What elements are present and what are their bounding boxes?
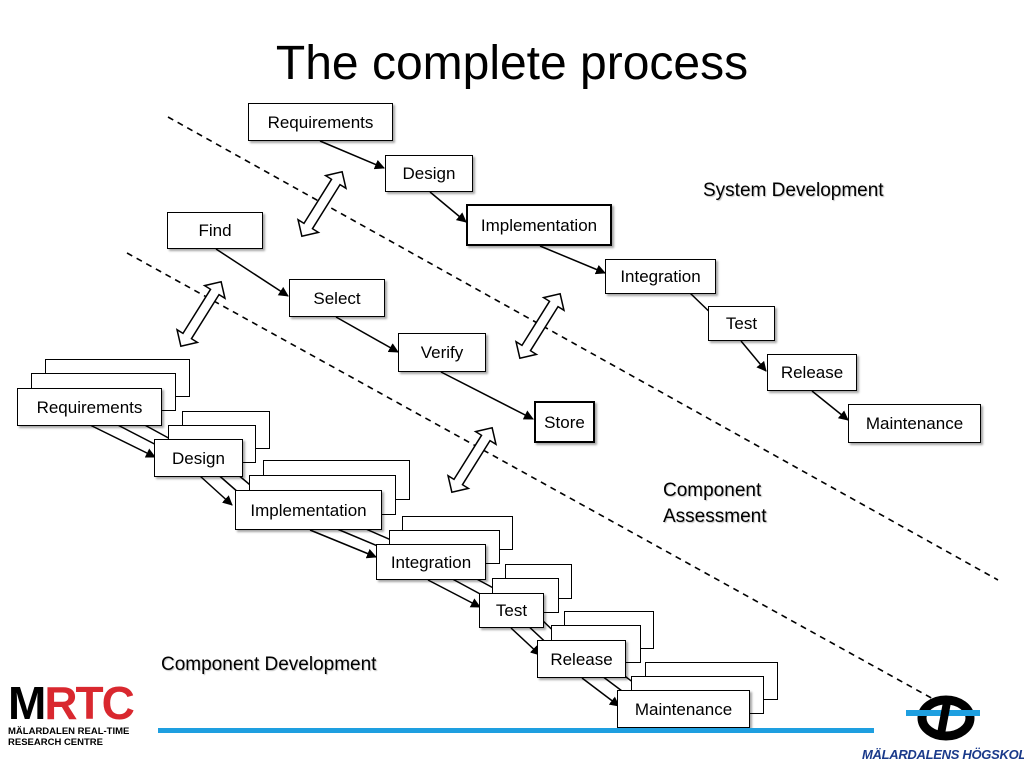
- mrtc-logo-word: MRTC: [8, 680, 158, 726]
- sys-design-box: Design: [385, 155, 473, 192]
- comp-integration-box: Integration: [376, 544, 486, 580]
- store-box: Store: [534, 401, 595, 443]
- component-assessment-label-line1: Component: [663, 480, 762, 501]
- mrtc-logo-letter-m: M: [8, 677, 46, 729]
- separator-upper: [167, 116, 999, 581]
- interaction-arrow-requirements: [296, 170, 348, 238]
- sys-maintenance-box: Maintenance: [848, 404, 981, 443]
- mrtc-logo-line2: RESEARCH CENTRE: [8, 737, 104, 748]
- comp-requirements-box: Requirements: [17, 388, 162, 426]
- verify-box: Verify: [398, 333, 486, 372]
- interaction-arrow-integration: [514, 292, 566, 360]
- comp-implementation-box: Implementation: [235, 490, 382, 530]
- sys-test-box: Test: [708, 306, 775, 341]
- select-box: Select: [289, 279, 385, 317]
- component-development-label: Component Development: [161, 654, 377, 675]
- assessment-flow-arrows: [215, 248, 534, 420]
- footer-blue-bar: [158, 728, 874, 733]
- sys-implementation-box: Implementation: [466, 204, 612, 246]
- system-dev-flow-arrows: [319, 140, 849, 421]
- interaction-arrow-store: [446, 426, 498, 494]
- component-assessment-label: Component Assessment: [663, 478, 766, 530]
- mdh-logo-text: MÄLARDALENS HÖGSKOLA: [862, 747, 1024, 762]
- mdh-emblem-icon: [906, 695, 980, 741]
- sys-release-box: Release: [767, 354, 857, 391]
- component-assessment-label-line2: Assessment: [663, 506, 767, 527]
- system-development-label: System Development: [703, 180, 884, 201]
- slide-title: The complete process: [275, 37, 749, 90]
- interaction-arrow-find: [175, 280, 227, 348]
- comp-test-box: Test: [479, 593, 544, 628]
- find-box: Find: [167, 212, 263, 249]
- comp-design-box: Design: [154, 439, 243, 477]
- mrtc-logo-line1: MÄLARDALEN REAL-TIME: [8, 726, 130, 737]
- sys-requirements-box: Requirements: [248, 103, 393, 141]
- sys-integration-box: Integration: [605, 259, 716, 294]
- comp-release-box: Release: [537, 640, 626, 678]
- mrtc-logo-letters-rtc: RTC: [44, 677, 135, 729]
- mrtc-logo: MRTC MÄLARDALEN REAL-TIME RESEARCH CENTR…: [8, 680, 158, 748]
- comp-maintenance-box: Maintenance: [617, 690, 750, 728]
